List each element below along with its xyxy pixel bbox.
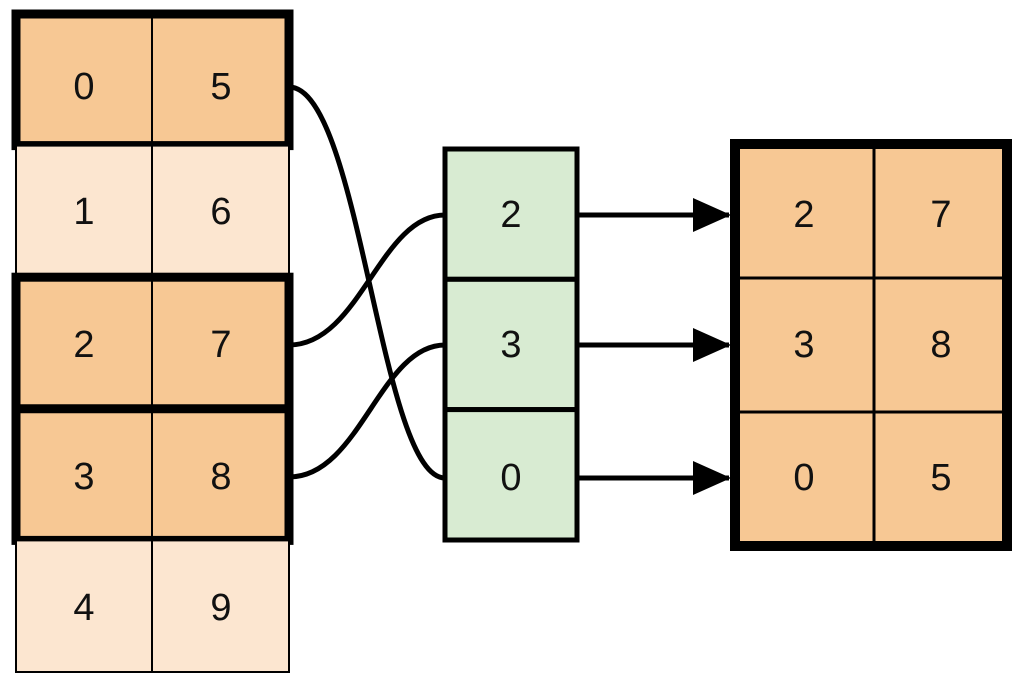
index-column: 2 3 0 (442, 146, 580, 543)
result-row-2-bg (733, 410, 1009, 548)
curved-connectors (286, 84, 448, 481)
table-row[interactable]: 1 6 (15, 144, 290, 279)
table-row[interactable]: 3 8 (733, 276, 1009, 414)
index-to-result-arrows (578, 198, 732, 495)
table-row[interactable]: 2 7 (733, 142, 1009, 280)
result-row-0-bg (733, 142, 1009, 280)
index-cell-0: 2 (500, 194, 521, 236)
connector-source2-to-index0 (286, 212, 448, 348)
source-cell-1-1: 6 (210, 191, 231, 233)
source-cell-2-1: 7 (210, 324, 231, 366)
result-cell-0-0: 2 (793, 194, 814, 236)
table-row[interactable]: 0 5 (11, 9, 294, 151)
source-cell-0-1: 5 (210, 66, 231, 108)
list-item[interactable]: 0 (442, 407, 580, 543)
list-item[interactable]: 2 (442, 146, 580, 282)
result-table-outer-border (730, 139, 1012, 551)
result-cell-2-1: 5 (930, 457, 951, 499)
result-cell-2-0: 0 (793, 457, 814, 499)
source-cell-3-0: 3 (73, 456, 94, 498)
source-table: 0 5 1 6 2 7 3 8 (11, 9, 294, 674)
source-cell-3-1: 8 (210, 456, 231, 498)
source-cell-4-1: 9 (210, 587, 231, 629)
index-cell-2: 0 (500, 457, 521, 499)
connector-source3-to-index1 (286, 342, 448, 480)
result-cell-1-0: 3 (793, 324, 814, 366)
result-cell-1-1: 8 (930, 324, 951, 366)
source-cell-2-0: 2 (73, 324, 94, 366)
source-cell-0-0: 0 (73, 66, 94, 108)
table-row[interactable]: 0 5 (733, 410, 1009, 548)
source-cell-1-0: 1 (73, 191, 94, 233)
source-cell-4-0: 4 (73, 587, 94, 629)
index-cell-1: 3 (500, 324, 521, 366)
result-table: 2 7 3 8 0 5 (730, 139, 1012, 551)
index-cell-2-bg (442, 407, 580, 543)
table-row[interactable]: 4 9 (15, 539, 290, 674)
result-cell-0-1: 7 (930, 194, 951, 236)
table-row[interactable]: 3 8 (15, 407, 290, 542)
table-row[interactable]: 2 7 (15, 276, 290, 410)
result-row-1-bg (733, 276, 1009, 414)
list-item[interactable]: 3 (442, 276, 580, 413)
